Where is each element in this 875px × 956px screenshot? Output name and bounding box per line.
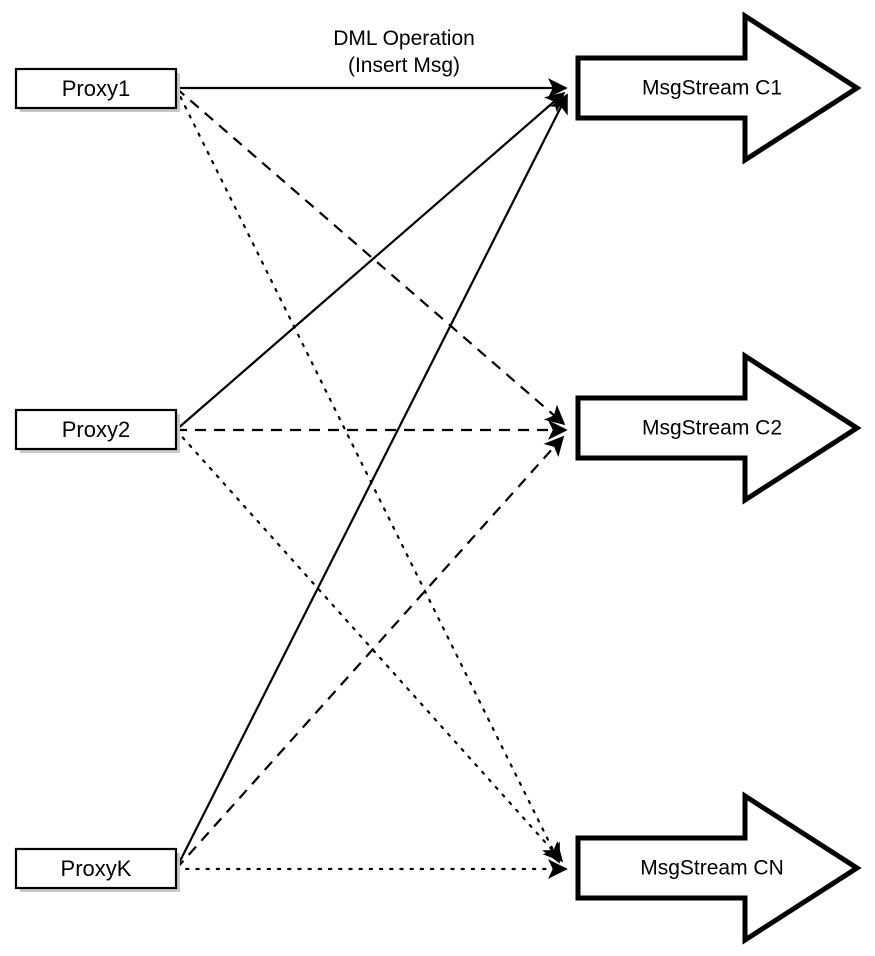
link-proxy2-to-cn [174, 428, 564, 863]
stream-c2-arrow-shape[interactable] [575, 351, 862, 505]
proxy1-box[interactable] [14, 67, 178, 110]
stream-c1-arrow-shape[interactable] [575, 11, 862, 165]
edge-label-dml-operation: DML Operation (Insert Msg) [333, 27, 475, 77]
edge-label-line2: (Insert Msg) [348, 54, 460, 77]
proxy-node-proxyk[interactable]: ProxyK [14, 847, 180, 892]
proxy1-label: Proxy1 [62, 76, 130, 101]
stream-node-c1[interactable]: MsgStream C1 [575, 11, 862, 165]
link-proxy2-to-c1 [175, 91, 566, 431]
link-proxyK-to-c2 [175, 435, 565, 870]
proxy-node-proxy2[interactable]: Proxy2 [14, 408, 180, 453]
link-proxy1-to-cn [174, 86, 561, 864]
stream-node-c2[interactable]: MsgStream C2 [575, 351, 862, 505]
stream-c1-label: MsgStream C1 [642, 77, 782, 100]
link-proxy1-to-c2 [175, 87, 566, 426]
proxy2-box[interactable] [14, 408, 178, 451]
stream-cn-label: MsgStream CN [640, 857, 784, 880]
edge-label-line1: DML Operation [333, 27, 475, 50]
proxyk-box[interactable] [14, 847, 178, 890]
stream-cn-arrow-shape[interactable] [575, 791, 862, 945]
link-layer [174, 78, 568, 879]
link-proxyK-to-c1 [175, 93, 568, 870]
proxy-node-proxy1[interactable]: Proxy1 [14, 67, 180, 112]
proxyk-label: ProxyK [61, 856, 132, 881]
proxy2-label: Proxy2 [62, 417, 130, 442]
stream-node-cn[interactable]: MsgStream CN [575, 791, 862, 945]
stream-c2-label: MsgStream C2 [642, 417, 782, 440]
